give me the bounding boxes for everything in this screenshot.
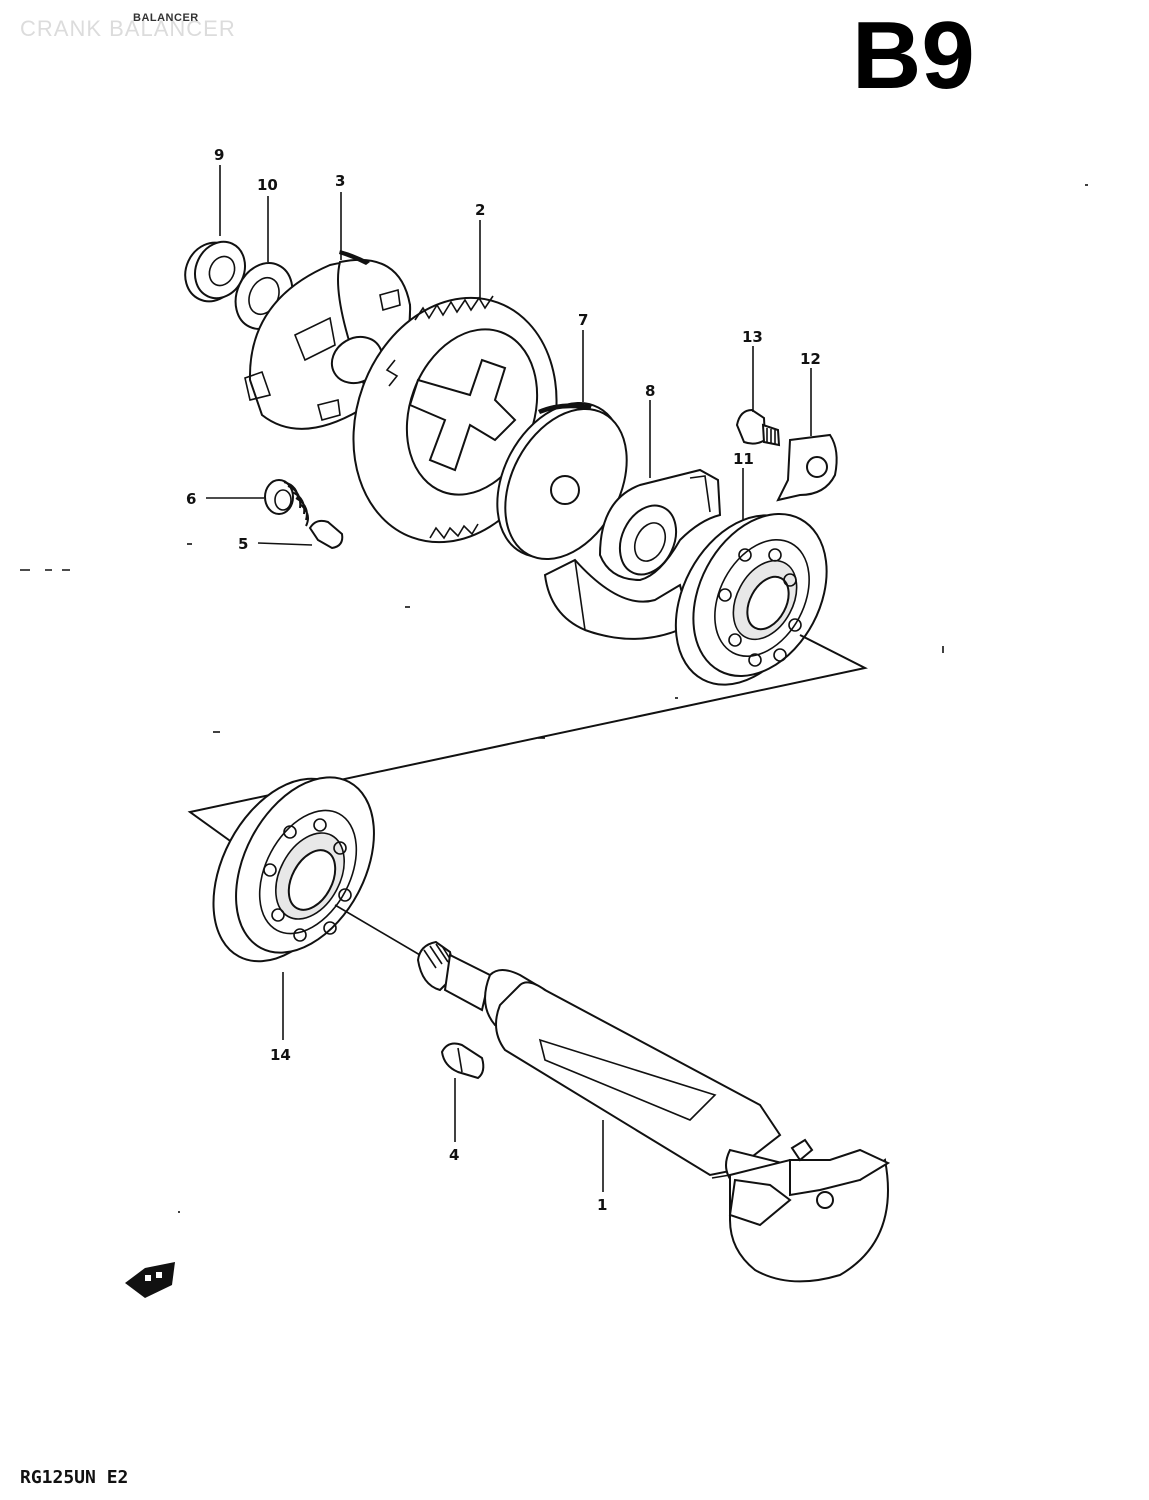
callout-12: 12 [800, 350, 821, 368]
callout-11: 11 [733, 450, 754, 468]
part-1-balancer-shaft [416, 940, 891, 1283]
part-7-thrust-washer [496, 401, 628, 561]
assembly-connector-line [187, 634, 868, 849]
part-11-bearing [674, 513, 828, 686]
callout-3: 3 [335, 172, 345, 190]
part-5-pin [308, 519, 344, 550]
part-6-spring [264, 479, 309, 527]
part-14-bearing [212, 776, 375, 963]
page-code: B9 [852, 2, 975, 109]
callout-numbers: 1 2 3 4 5 6 7 8 9 10 11 12 13 14 [186, 146, 821, 1214]
callout-5: 5 [238, 535, 248, 553]
part-9-nut [184, 240, 246, 303]
callout-4: 4 [449, 1146, 459, 1164]
callout-7: 7 [578, 311, 588, 329]
leader-lines [206, 165, 812, 1192]
model-code: RG125UN E2 [20, 1467, 129, 1488]
front-direction-arrow-icon [125, 1262, 175, 1298]
scan-marks [20, 184, 1088, 1213]
part-12-lock-washer [776, 433, 838, 502]
callout-13: 13 [742, 328, 763, 346]
callout-8: 8 [645, 382, 655, 400]
part-4-key [440, 1042, 485, 1080]
part-13-bolt [735, 408, 781, 447]
part-8-balancer-weight [543, 468, 722, 640]
faint-section-title: CRANK BALANCER [20, 16, 236, 41]
callout-14: 14 [270, 1046, 291, 1064]
callout-9: 9 [214, 146, 224, 164]
callout-2: 2 [475, 201, 485, 219]
alignment-line [334, 904, 421, 956]
callout-10: 10 [257, 176, 278, 194]
callout-1: 1 [597, 1196, 607, 1214]
section-title: BALANCER [133, 12, 199, 24]
callout-6: 6 [186, 490, 196, 508]
